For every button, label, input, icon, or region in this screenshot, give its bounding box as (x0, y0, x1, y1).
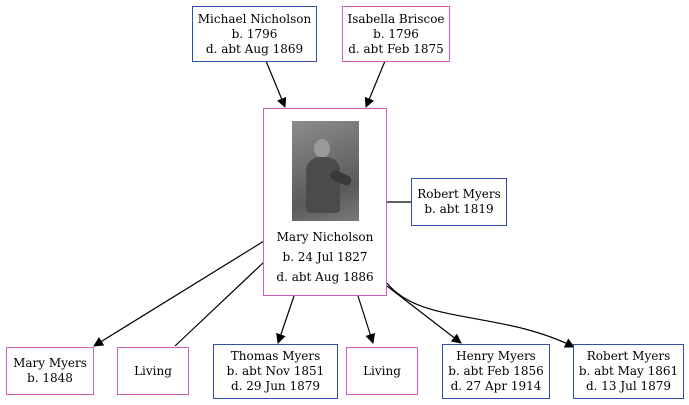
person-name: Henry Myers (456, 349, 536, 363)
person-michael-nicholson[interactable]: Michael Nicholson b. 1796 d. abt Aug 186… (192, 6, 317, 62)
person-isabella-briscoe[interactable]: Isabella Briscoe b. 1796 d. abt Feb 1875 (342, 6, 450, 62)
person-death: d. 27 Apr 1914 (450, 379, 542, 393)
person-name: Robert Myers (417, 187, 501, 201)
person-name: Thomas Myers (230, 349, 321, 363)
person-robert-myers-spouse[interactable]: Robert Myers b. abt 1819 (411, 178, 507, 226)
person-birth: b. abt May 1861 (578, 364, 679, 378)
person-name: Michael Nicholson (197, 11, 312, 26)
person-name: Isabella Briscoe (347, 11, 445, 26)
person-mary-nicholson[interactable]: Mary Nicholson b. 24 Jul 1827 d. abt Aug… (263, 108, 387, 296)
child-mary-myers[interactable]: Mary Myers b. 1848 (6, 347, 94, 395)
person-death: d. 13 Jul 1879 (585, 379, 672, 393)
person-name: Mary Nicholson (276, 230, 374, 244)
person-birth: b. 1848 (27, 371, 73, 385)
edge-focus-to-child-5 (386, 285, 462, 344)
edge-focus-to-child-4 (357, 295, 376, 344)
child-thomas-myers[interactable]: Thomas Myers b. abt Nov 1851 d. 29 Jun 1… (213, 344, 338, 399)
person-name: Living (363, 363, 401, 378)
person-birth: b. 1796 (373, 26, 419, 41)
edge-focus-to-child-3 (276, 295, 295, 344)
person-birth: b. 1796 (231, 26, 278, 41)
edge-mother-to-focus (364, 60, 386, 108)
child-henry-myers[interactable]: Henry Myers b. abt Feb 1856 d. 27 Apr 19… (442, 344, 550, 399)
person-birth: b. 24 Jul 1827 (282, 250, 368, 264)
person-name: Robert Myers (586, 349, 671, 363)
edge-father-to-focus (265, 60, 287, 108)
person-name: Living (134, 363, 172, 378)
person-name: Mary Myers (13, 356, 87, 370)
portrait-photo (291, 121, 359, 221)
edge-focus-to-child-1 (93, 240, 265, 347)
edge-focus-to-child-2 (174, 261, 265, 347)
person-birth: b. abt 1819 (424, 202, 494, 216)
child-living-1[interactable]: Living (117, 347, 189, 395)
edge-focus-to-child-6 (386, 282, 575, 348)
child-robert-myers[interactable]: Robert Myers b. abt May 1861 d. 13 Jul 1… (573, 344, 684, 399)
person-birth: b. abt Nov 1851 (226, 364, 325, 378)
person-death: d. 29 Jun 1879 (230, 379, 320, 393)
person-death: d. abt Aug 1869 (205, 41, 304, 56)
person-birth: b. abt Feb 1856 (448, 364, 544, 378)
person-death: d. abt Feb 1875 (348, 41, 444, 56)
child-living-2[interactable]: Living (346, 347, 418, 395)
person-death: d. abt Aug 1886 (276, 270, 374, 284)
